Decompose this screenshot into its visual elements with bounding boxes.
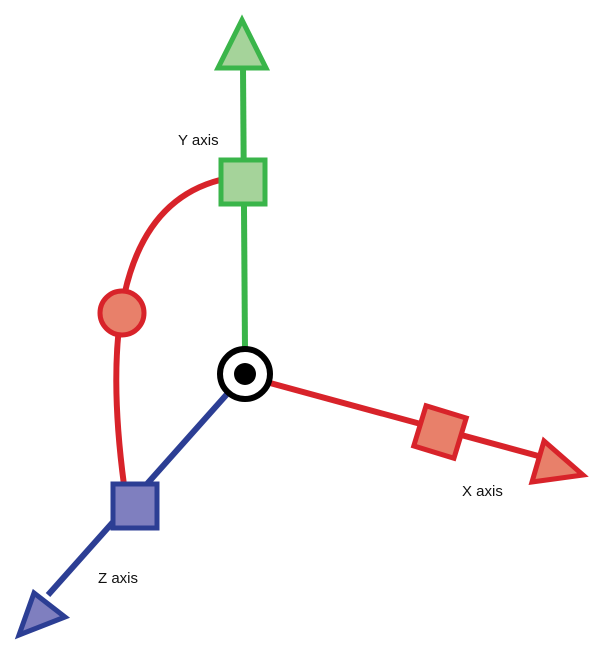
x-axis-arrowhead[interactable] [528,436,589,486]
x-axis-line[interactable] [269,380,543,460]
rotation-arc[interactable] [113,177,223,488]
z-axis-arrowhead[interactable] [14,588,71,640]
center-pivot-dot [234,363,256,385]
y-axis-label: Y axis [178,132,219,149]
x-axis-label: X axis [462,483,503,500]
z-axis-label: Z axis [98,570,138,587]
x-axis-scale-handle[interactable] [410,402,470,462]
y-axis-scale-handle[interactable] [218,157,268,207]
rotation-handle[interactable] [97,288,147,338]
y-axis-line[interactable] [240,67,248,351]
y-axis-arrowhead[interactable] [213,14,271,71]
z-axis-scale-handle[interactable] [110,481,160,531]
